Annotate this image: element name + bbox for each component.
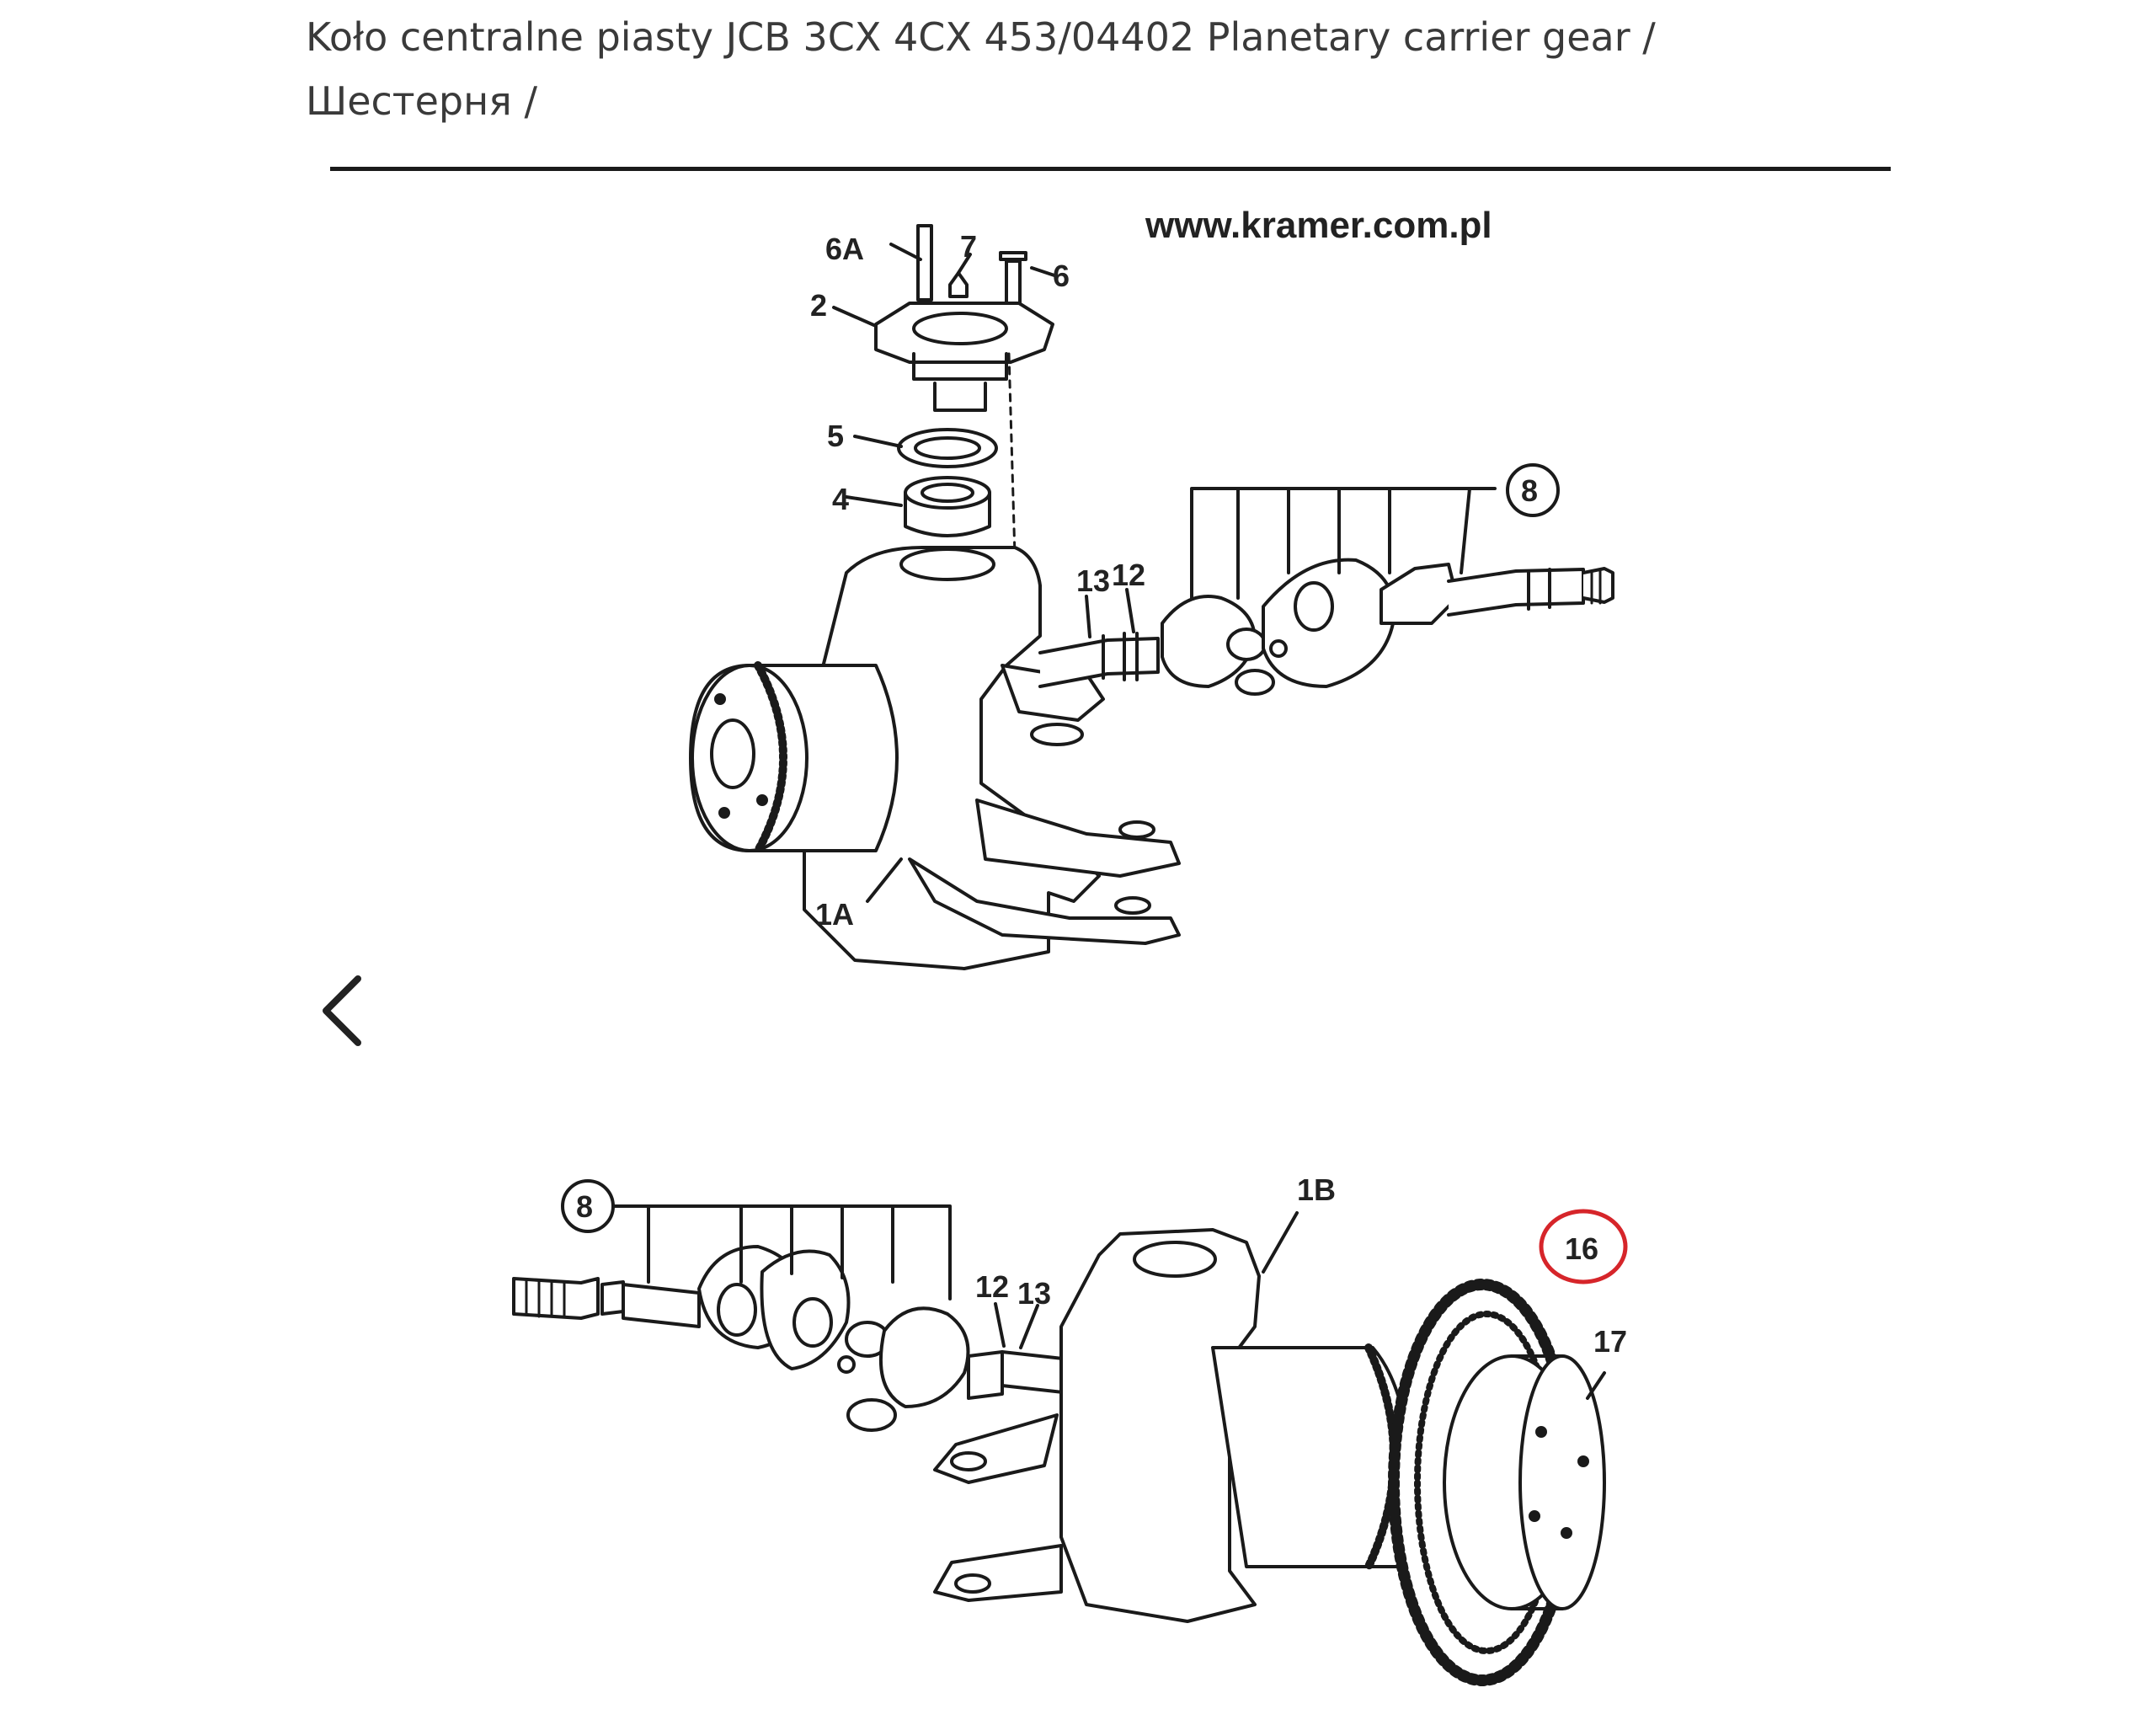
part-label: 17 [1593,1324,1627,1359]
part-label: 13 [1017,1276,1051,1311]
top-diagram-labels: www.kramer.com.pl 6A 7 6 2 5 4 8 13 12 1… [810,205,1538,932]
part-label: 6A [825,232,864,266]
part-label: 12 [1112,558,1145,592]
part-label: 12 [975,1269,1009,1304]
gallery-prev-button[interactable] [312,969,371,1053]
bottom-diagram-labels: 8 12 13 1B 16 17 [576,1172,1627,1359]
bottom-diagram [512,1179,1606,1686]
part-label: 7 [960,229,977,264]
product-title: Koło centralne piasty JCB 3CX 4CX 453/04… [306,14,1656,124]
part-label: 1A [815,897,854,932]
title-divider [330,167,1891,171]
part-label: 6 [1053,259,1070,293]
part-label: 5 [827,419,844,453]
highlight-circle-16 [1539,1209,1628,1284]
part-label: 2 [810,288,827,323]
part-label: 13 [1076,563,1110,598]
part-label: 1B [1297,1172,1336,1207]
part-label: 16 [1565,1231,1598,1266]
part-label: 4 [832,482,849,516]
watermark-url: www.kramer.com.pl [1145,205,1492,246]
part-label: 8 [576,1189,593,1224]
top-diagram [689,224,1614,970]
part-label: 8 [1521,473,1538,508]
chevron-left-icon [323,975,361,1046]
